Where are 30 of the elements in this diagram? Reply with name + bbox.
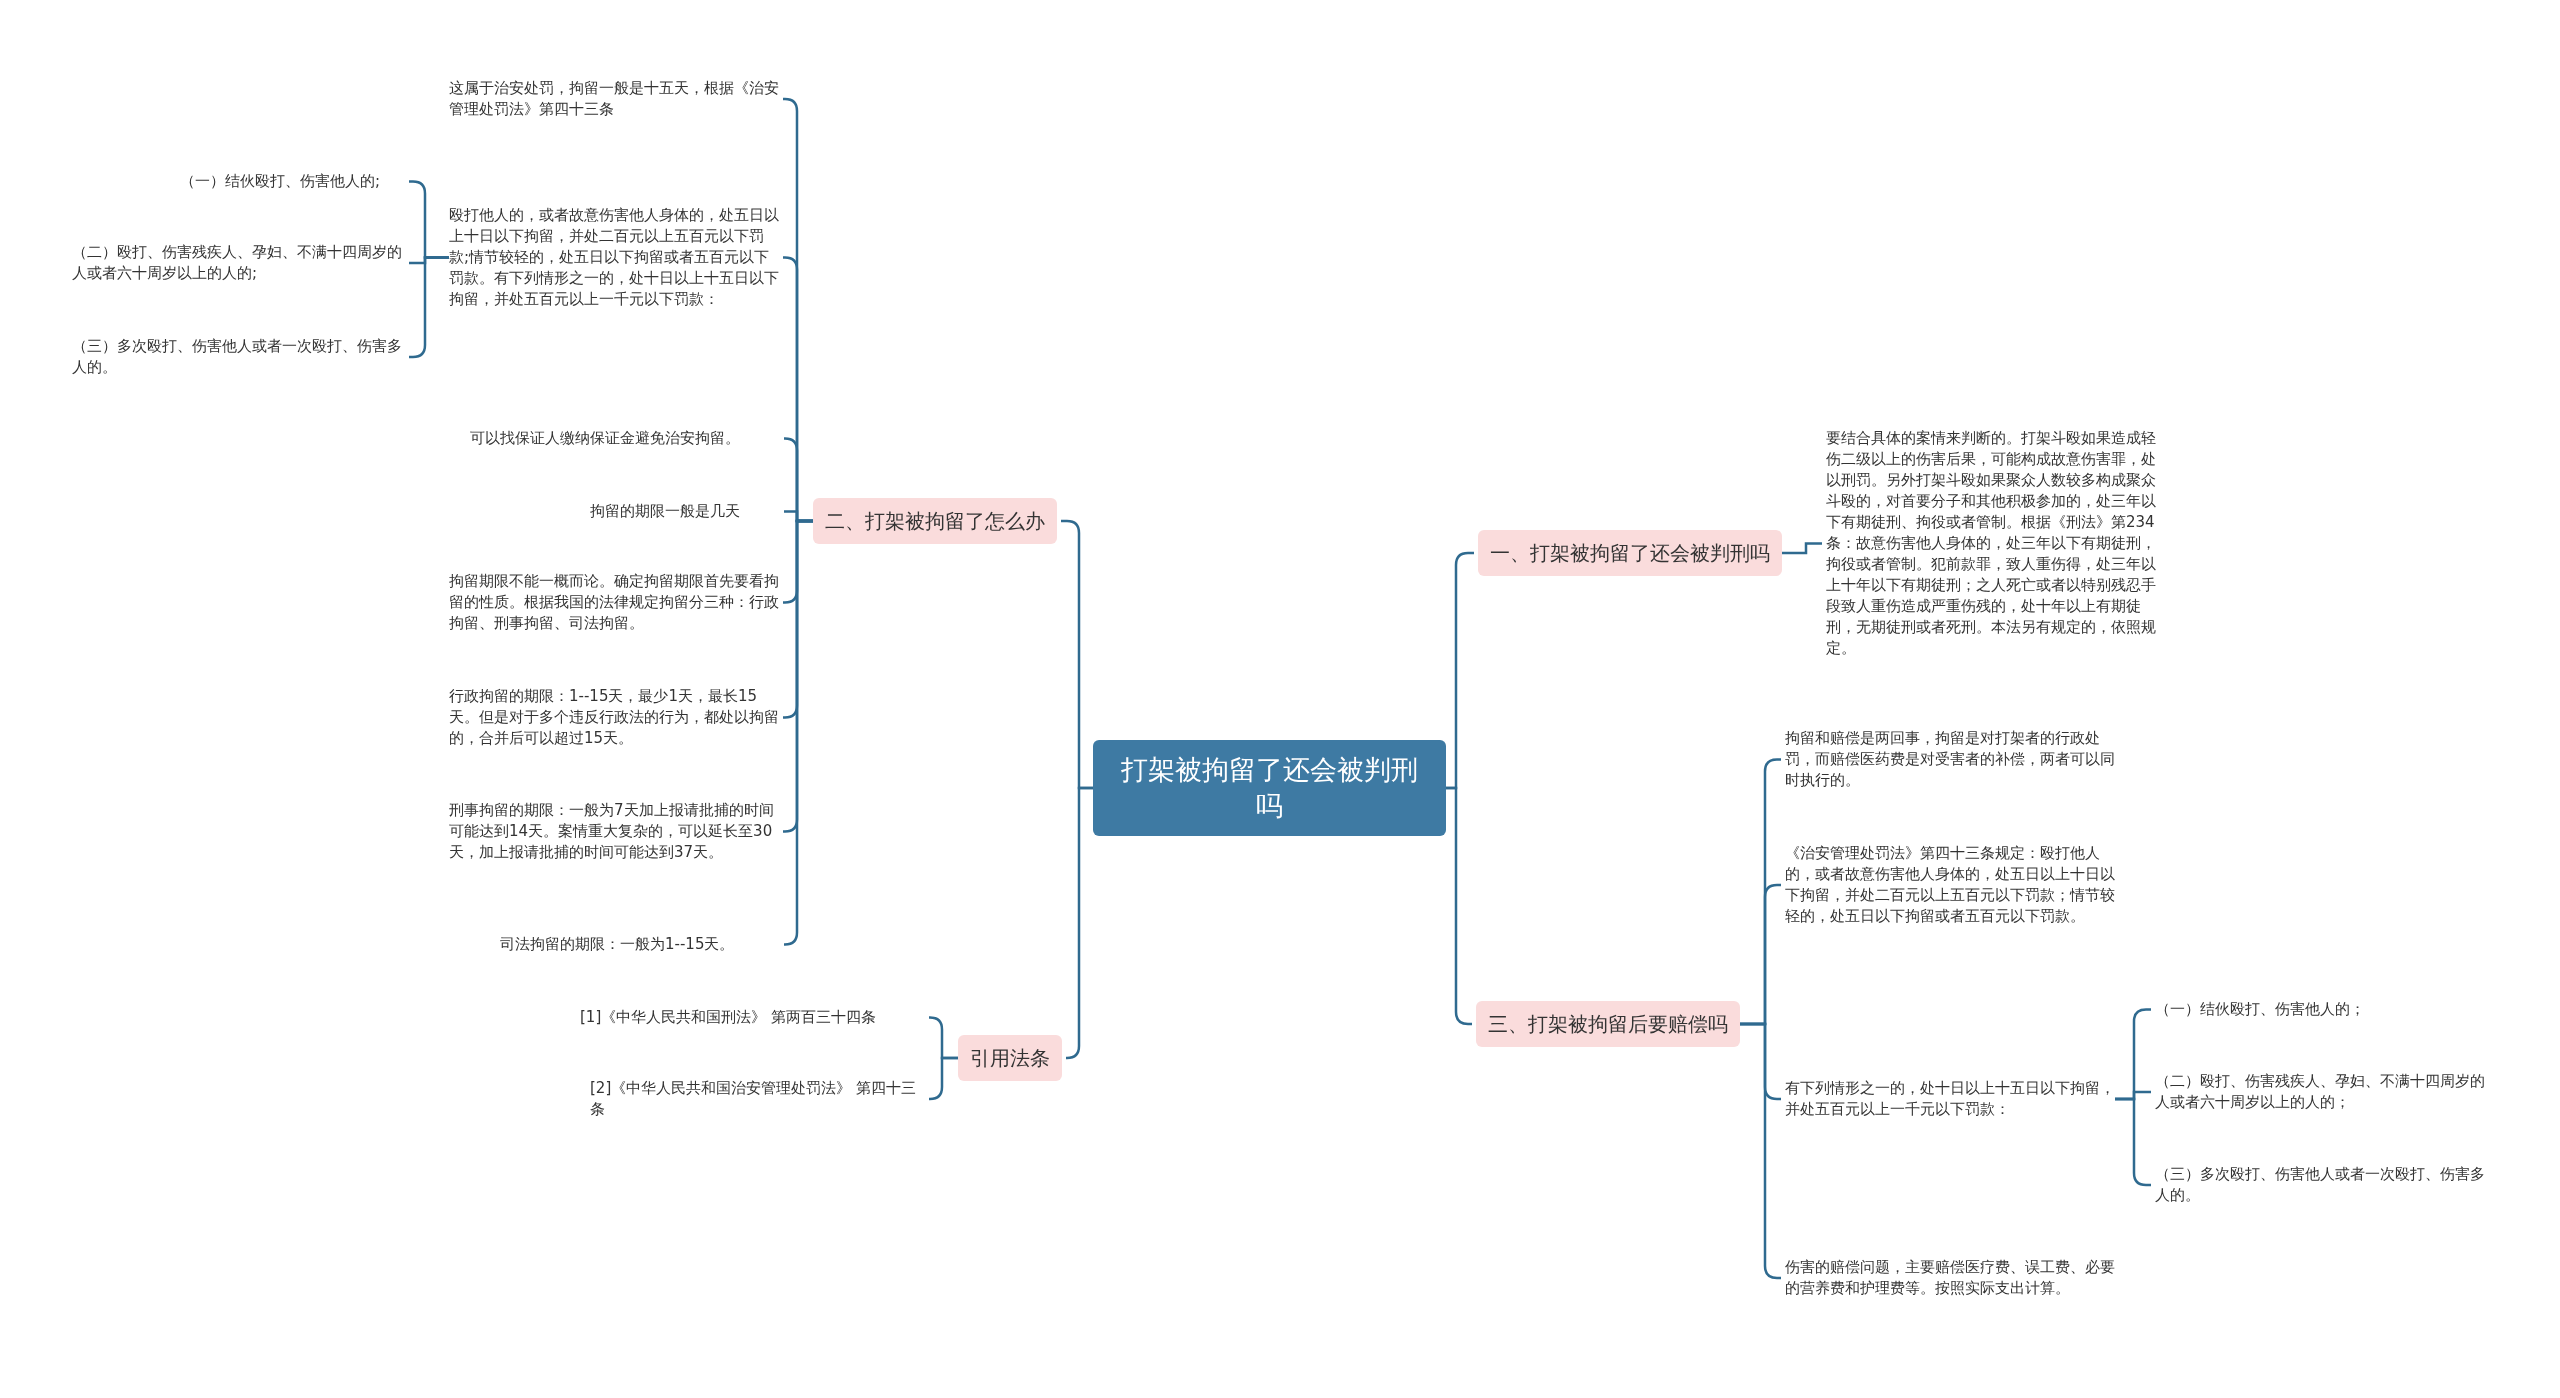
note-text: （二）殴打、伤害残疾人、孕妇、不满十四周岁的人或者六十周岁以上的人的；	[2155, 1071, 2485, 1113]
topic-box: 三、打架被拘留后要赔偿吗	[1476, 1001, 1740, 1047]
note-text: （三）多次殴打、伤害他人或者一次殴打、伤害多人的。	[2155, 1164, 2485, 1206]
note-text: 拘留的期限一般是几天	[590, 501, 780, 522]
topic-box: 引用法条	[958, 1035, 1062, 1081]
connector-line	[1782, 542, 1822, 555]
central-topic-box: 打架被拘留了还会被判刑吗	[1093, 740, 1446, 836]
note-text: （二）殴打、伤害残疾人、孕妇、不满十四周岁的人或者六十周岁以上的人的;	[72, 242, 405, 284]
connector-line	[1065, 786, 1093, 1060]
note-text: 有下列情形之一的，处十日以上十五日以下拘留，并处五百元以上一千元以下罚款：	[1785, 1078, 2115, 1120]
note-text: 行政拘留的期限：1--15天，最少1天，最长15天。但是对于多个违反行政法的行为，都处以拘留的，合并后可以超过15天。	[449, 686, 779, 749]
note-text: 拘留期限不能一概而论。确定拘留期限首先要看拘留的性质。根据我国的法律规定拘留分三种：行政拘留、刑事拘留、司法拘留。	[449, 571, 779, 634]
note-text: 这属于治安处罚，拘留一般是十五天，根据《治安管理处罚法》第四十三条	[449, 78, 779, 120]
note-text: [1]《中华人民共和国刑法》 第两百三十四条	[580, 1007, 925, 1028]
note-text: 拘留和赔偿是两回事，拘留是对打架者的行政处罚，而赔偿医药费是对受害者的补偿，两者可以同时执行的。	[1785, 728, 2115, 791]
note-text: 殴打他人的，或者故意伤害他人身体的，处五日以上十日以下拘留，并处二百元以上五百元以下罚款;情节较轻的，处五日以下拘留或者五百元以下罚款。有下列情形之一的，处十日以上十五日以下拘留，并处五百元以上一千元以下罚款：	[449, 205, 779, 310]
topic-box: 二、打架被拘留了怎么办	[813, 498, 1057, 544]
note-text: （三）多次殴打、伤害他人或者一次殴打、伤害多人的。	[72, 336, 405, 378]
note-text: 司法拘留的期限：一般为1--15天。	[500, 934, 780, 955]
connector-line	[928, 1056, 958, 1101]
note-text: 《治安管理处罚法》第四十三条规定：殴打他人的，或者故意伤害他人身体的，处五日以上十日以下拘留，并处二百元以上五百元以下罚款；情节较轻的，处五日以下拘留或者五百元以下罚款。	[1785, 843, 2115, 927]
note-text: [2]《中华人民共和国治安管理处罚法》 第四十三条	[590, 1078, 925, 1120]
note-text: （一）结伙殴打、伤害他人的;	[180, 171, 405, 192]
note-text: 要结合具体的案情来判断的。打架斗殴如果造成轻伤二级以上的伤害后果，可能构成故意伤害罪，处以刑罚。另外打架斗殴如果聚众人数较多构成聚众斗殴的，对首要分子和其他积极参加的，处三年以下有期徒刑、拘役或者管制。根据《刑法》第234条：故意伤害他人身体的，处三年以下有期徒刑，拘役或者管制。犯前款罪，致人重伤得，处三年以上十年以下有期徒刑；之人死亡或者以特别残忍手段致人重伤造成严重伤残的，处十年以上有期徒刑，无期徒刑或者死刑。本法另有规定的，依照规定。	[1826, 428, 2158, 659]
note-text: 刑事拘留的期限：一般为7天加上报请批捕的时间可能达到14天。案情重大复杂的，可以延长至30天，加上报请批捕的时间可能达到37天。	[449, 800, 779, 863]
note-text: 可以找保证人缴纳保证金避免治安拘留。	[470, 428, 780, 449]
note-text: 伤害的赔偿问题，主要赔偿医疗费、误工费、必要的营养费和护理费等。按照实际支出计算。	[1785, 1257, 2115, 1299]
topic-box: 一、打架被拘留了还会被判刑吗	[1478, 530, 1782, 576]
note-text: （一）结伙殴打、伤害他人的；	[2155, 999, 2485, 1020]
connector-line	[783, 519, 813, 946]
